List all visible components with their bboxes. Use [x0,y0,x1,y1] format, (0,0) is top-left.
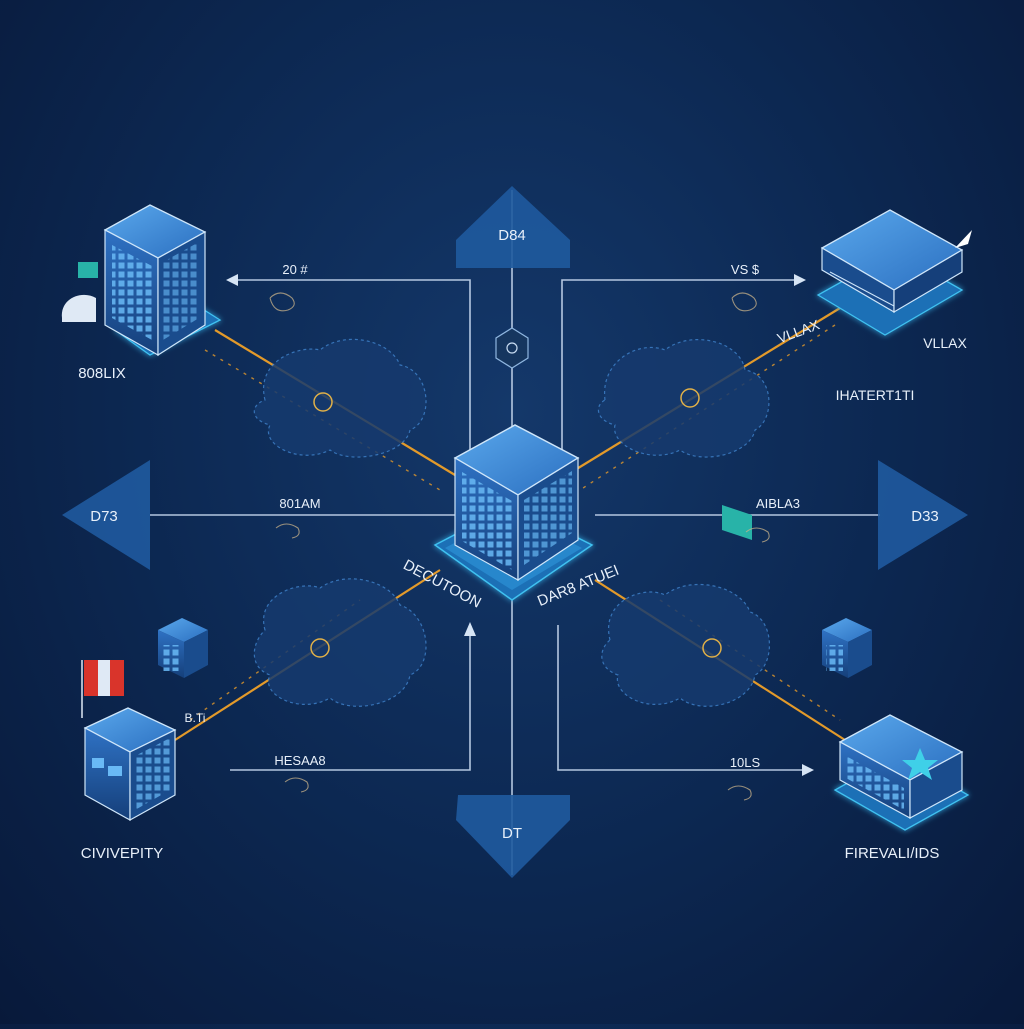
cloud-nodes [310,388,722,658]
sketch-glyphs [269,292,770,801]
connector-lines [150,190,880,875]
side-label-vllax: VLLAX [775,316,822,346]
arrowheads [226,274,814,776]
link-label-bottom-right: 10LS [730,755,761,770]
arrow-left-label: D73 [90,508,118,525]
network-clouds [253,338,770,707]
link-label-bottom-left: HESAA8 [274,753,325,768]
cloud-bottom-right [601,583,770,707]
office-building-icon [81,660,177,822]
network-switch-icon [816,209,972,336]
server-building-icon [61,204,222,357]
hex-node-icon [495,327,529,369]
cloud-icon [61,294,96,322]
node-label-bottom-right: FIREVALI/IDS [845,845,940,862]
arrow-right-label: D33 [911,508,939,525]
small-cube-left [158,618,208,678]
link-label-bottom-left-small: B.Ti [185,711,206,725]
small-cube-right [822,618,872,678]
link-label-mid-left: 801AM [279,496,320,511]
flag-icon [78,262,98,278]
node-label-top-left: 808LIX [78,365,126,382]
arrow-bottom-label: DT [502,825,522,842]
side-caption: IHATERT1TI [836,387,915,403]
node-label-bottom-left: CIVIVEPITY [81,845,164,862]
cloud-bottom-left [253,578,427,707]
arrow-top: D84 [456,186,570,268]
arrow-bottom: DT [456,795,570,878]
flag-icon [722,505,752,540]
link-label-mid-right: AIBLA3 [756,496,800,511]
firewall-building-icon [833,714,970,831]
arrow-left: D73 [62,460,150,570]
star-icon [902,748,938,780]
node-label-top-right: VLLAX [923,335,967,351]
arrow-right: D33 [878,460,968,570]
cloud-top-left [253,338,427,458]
link-label-top-right: VS $ [731,262,760,277]
pointer-arrow-icon [955,230,972,248]
core-datacenter-icon [433,424,594,601]
cloud-top-right [597,339,770,458]
arrow-top-label: D84 [498,227,526,244]
link-label-top-left: 20 # [282,262,308,277]
